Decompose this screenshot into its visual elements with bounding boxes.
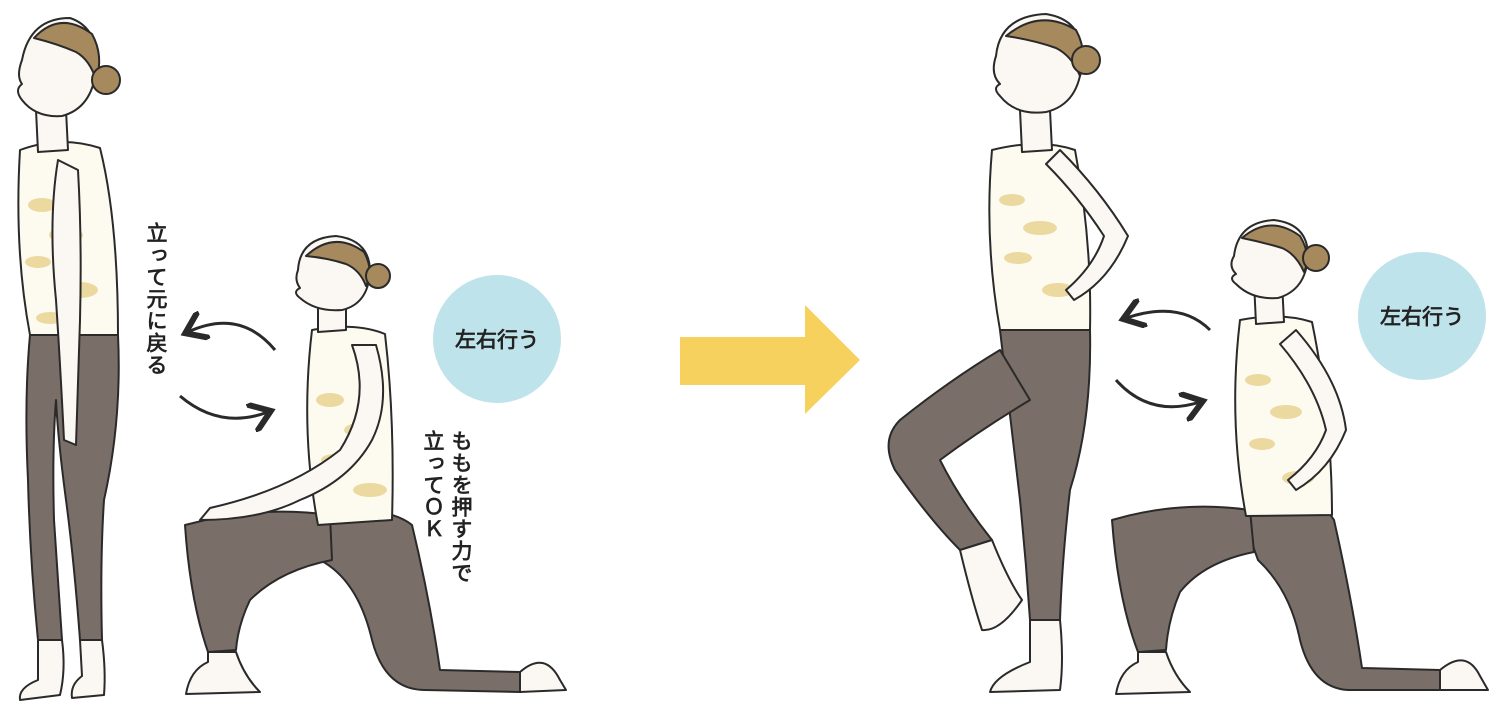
- figure-knee-lift: [889, 14, 1128, 692]
- badge-left-label: 左右行う: [455, 324, 539, 354]
- badge-left: 左右行う: [433, 275, 561, 403]
- badge-right: 左右行う: [1358, 252, 1486, 380]
- curved-arrows-icon: [180, 323, 275, 418]
- figure-standing-1: [18, 18, 120, 700]
- instruction-stand-return: 立って元に戻る: [143, 222, 169, 376]
- instruction-push-thigh-col2: 立ってＯＫ: [420, 430, 446, 540]
- badge-right-label: 左右行う: [1380, 301, 1464, 331]
- instruction-push-thigh-col1: ももを押す力で: [448, 430, 474, 584]
- curved-arrows-icon: [1116, 311, 1210, 406]
- right-arrow-icon: [680, 305, 860, 414]
